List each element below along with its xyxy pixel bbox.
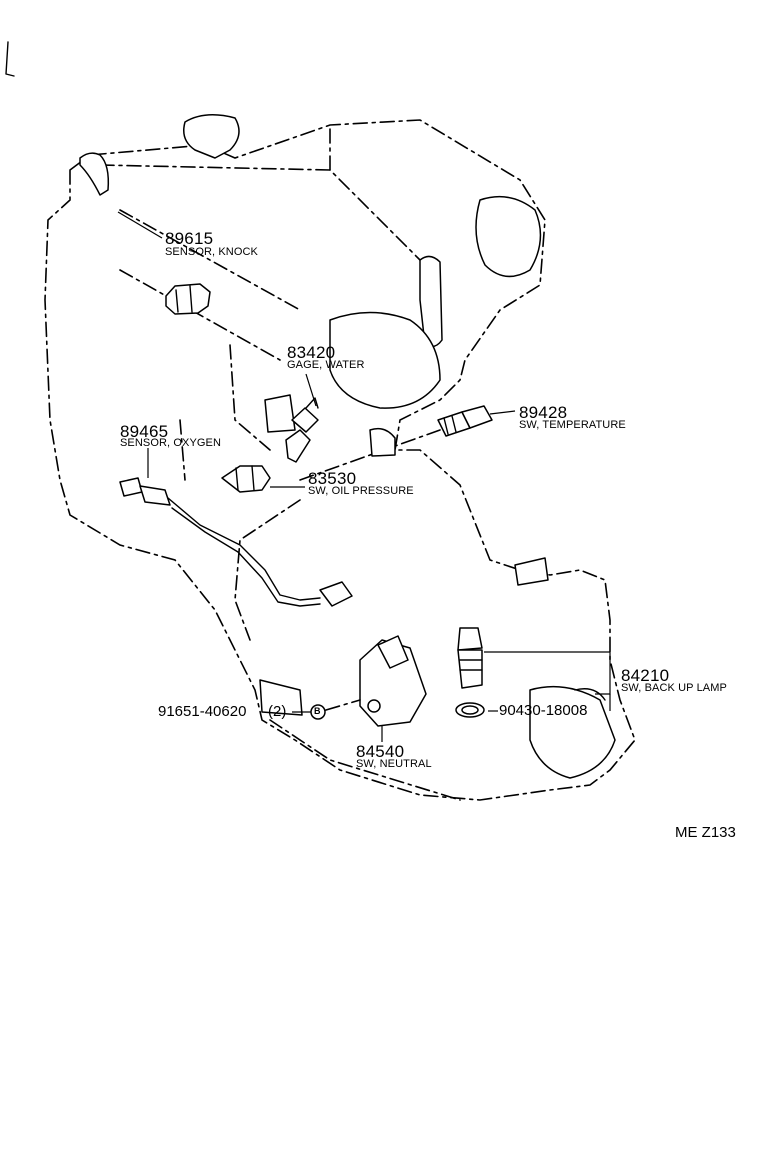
part-number-83420: 83420: [287, 343, 336, 362]
part-name-83530: SW, OIL PRESSURE: [308, 485, 414, 497]
corner-mark: [5, 41, 15, 77]
backup-lamp-switch-drawing: [457, 627, 483, 689]
oil-pressure-switch-drawing: [221, 465, 271, 493]
part-name-89615: SENSOR, KNOCK: [165, 246, 258, 258]
drawing-code: ME Z133: [675, 824, 736, 841]
part-name-89428: SW, TEMPERATURE: [519, 419, 626, 431]
leader-lines: [117, 211, 611, 742]
temperature-switch-drawing: [437, 405, 493, 437]
part-number-89465: 89465: [120, 422, 169, 441]
part-number-89428: 89428: [519, 403, 568, 422]
part-number-91651: 91651-40620: [158, 703, 247, 720]
part-name-83420: GAGE, WATER: [287, 359, 365, 371]
part-number-84210: 84210: [621, 666, 670, 685]
part-name-84210: SW, BACK UP LAMP: [621, 682, 727, 694]
engine-outline: [44, 119, 636, 801]
part-number-90430: 90430-18008: [499, 702, 588, 719]
part-number-84540: 84540: [356, 742, 405, 761]
gasket-drawing: [455, 702, 485, 718]
part-number-89615: 89615: [165, 229, 214, 248]
part-qty-91651: (2): [268, 703, 287, 720]
part-name-84540: SW, NEUTRAL: [356, 758, 432, 770]
knock-sensor-drawing: [165, 283, 211, 315]
engine-details: [79, 114, 616, 779]
part-number-83530: 83530: [308, 469, 357, 488]
water-gage-drawing: [285, 397, 319, 463]
part-name-89465: SENSOR, OXYGEN: [120, 437, 222, 449]
neutral-switch-drawing: [359, 635, 427, 727]
oxygen-sensor-drawing: [119, 477, 353, 607]
bolt-marker-letter: B: [314, 706, 321, 716]
